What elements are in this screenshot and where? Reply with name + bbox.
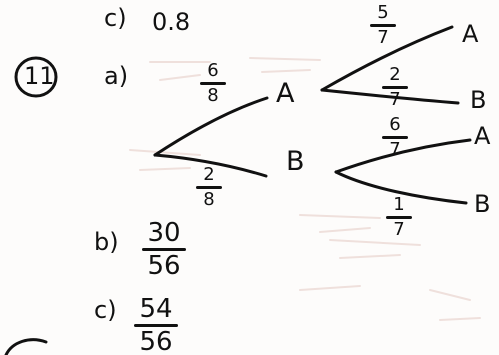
question-number: 11 <box>24 62 55 90</box>
prob-B-then-B: 1 7 <box>386 196 412 239</box>
part-b-label: b) <box>94 228 119 256</box>
branch-B-to-B <box>334 170 468 205</box>
prob-B-then-A-den: 7 <box>389 139 401 160</box>
prob-first-A-den: 8 <box>207 85 219 106</box>
part-b-answer-num: 30 <box>147 218 181 248</box>
prev-part-c-answer: 0.8 <box>152 8 191 36</box>
outcome-B-then-A: A <box>474 122 491 150</box>
prob-A-then-A: 5 7 <box>370 4 396 47</box>
prob-B-then-B-den: 7 <box>393 219 405 240</box>
prob-A-then-A-num: 5 <box>377 2 389 23</box>
prob-A-then-A-den: 7 <box>377 27 389 48</box>
prob-first-A: 6 8 <box>200 62 226 105</box>
part-c-answer-num: 54 <box>139 294 173 324</box>
prob-A-then-B-num: 2 <box>389 64 401 85</box>
fraction-bar <box>196 186 222 189</box>
prob-first-B-num: 2 <box>203 164 215 185</box>
part-a-label: a) <box>104 62 129 90</box>
branch-A-to-A <box>320 25 454 92</box>
fraction-bar <box>382 136 408 139</box>
part-c-answer: 54 56 <box>134 296 178 355</box>
fraction-bar <box>386 216 412 219</box>
next-question-circle-fragment <box>4 338 48 355</box>
node-first-B: B <box>286 146 305 177</box>
prob-B-then-A-num: 6 <box>389 114 401 135</box>
outcome-A-then-A: A <box>462 20 479 48</box>
outcome-A-then-B: B <box>470 86 487 114</box>
branch-B-to-A <box>334 138 472 174</box>
prob-B-then-B-num: 1 <box>393 194 405 215</box>
prob-first-B-den: 8 <box>203 189 215 210</box>
branch-A-to-B <box>320 88 460 105</box>
branch-start-to-B <box>153 153 268 178</box>
prob-B-then-A: 6 7 <box>382 116 408 159</box>
part-b-answer-den: 56 <box>147 251 181 281</box>
fraction-bar <box>200 82 226 85</box>
fraction-bar <box>370 24 396 27</box>
question-number-circle <box>14 56 58 98</box>
part-c-answer-den: 56 <box>139 327 173 355</box>
prob-first-A-num: 6 <box>207 60 219 81</box>
part-c-label: c) <box>94 296 117 324</box>
node-first-A: A <box>276 78 295 109</box>
part-b-answer: 30 56 <box>142 220 186 279</box>
prob-A-then-B: 2 7 <box>382 66 408 109</box>
fraction-bar <box>382 86 408 89</box>
fraction-bar <box>134 324 178 327</box>
branch-start-to-A <box>153 96 269 157</box>
fraction-bar <box>142 248 186 251</box>
prob-first-B: 2 8 <box>196 166 222 209</box>
outcome-B-then-B: B <box>474 190 491 218</box>
prev-part-c-label: c) <box>104 4 127 32</box>
prob-A-then-B-den: 7 <box>389 89 401 110</box>
